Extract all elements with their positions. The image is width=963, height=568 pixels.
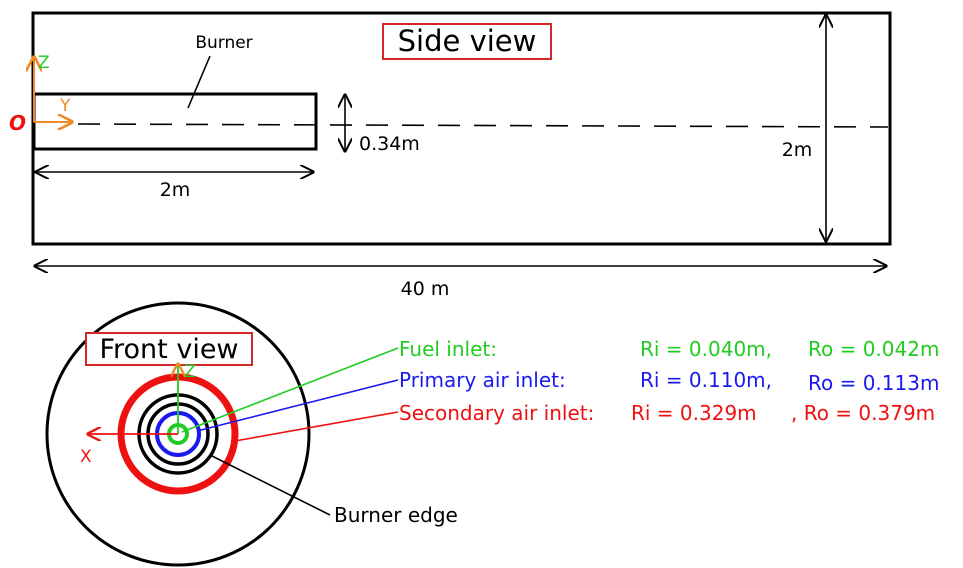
burner-label: Burner: [195, 33, 252, 53]
domain-length-label: 40 m: [401, 278, 450, 300]
burner-leader-line: [187, 55, 211, 109]
primary-leader-line: [196, 379, 399, 432]
front-x-axis-label: X: [80, 447, 92, 467]
primary-inlet-label: Primary air inlet:: [399, 368, 566, 392]
secondary-inlet-ri: Ri = 0.329m: [631, 401, 757, 425]
burner-height-label: 0.34m: [359, 133, 420, 155]
origin-label: O: [9, 111, 26, 135]
front-view-title-box: [85, 332, 253, 366]
primary-inlet-ro: Ro = 0.113m: [808, 371, 939, 395]
burner-rect: [32, 92, 318, 151]
domain-height-label: 2m: [782, 139, 813, 161]
fuel-leader-line: [181, 347, 399, 433]
domain-circle: [45, 301, 311, 567]
centerline: [77, 123, 889, 128]
secondary-inlet-label: Secondary air inlet:: [399, 401, 594, 425]
side-view-title-box: [382, 23, 552, 60]
side-view: Side view Burner Z Y O 0.34m 2m 2m 40 m: [9, 11, 892, 300]
burner-edge-leader-line: [209, 454, 331, 516]
z-axis-label: Z: [38, 53, 50, 73]
front-view-title: Front view: [99, 334, 238, 365]
front-view: Front view Z X Fuel inlet: Ri = 0.040m, …: [45, 301, 939, 567]
burner-edge-label: Burner edge: [334, 503, 458, 527]
burner-length-label: 2m: [160, 179, 191, 201]
fuel-inlet-ro: Ro = 0.042m: [808, 337, 939, 361]
side-view-title: Side view: [398, 24, 537, 58]
fuel-inlet-ri: Ri = 0.040m,: [640, 337, 772, 361]
secondary-leader-line: [234, 411, 399, 442]
fuel-inlet-label: Fuel inlet:: [399, 337, 497, 361]
front-z-axis-label: Z: [184, 362, 196, 382]
y-axis-label: Y: [59, 96, 71, 116]
primary-inlet-ri: Ri = 0.110m,: [640, 368, 772, 392]
secondary-inlet-ro: , Ro = 0.379m: [791, 401, 935, 425]
